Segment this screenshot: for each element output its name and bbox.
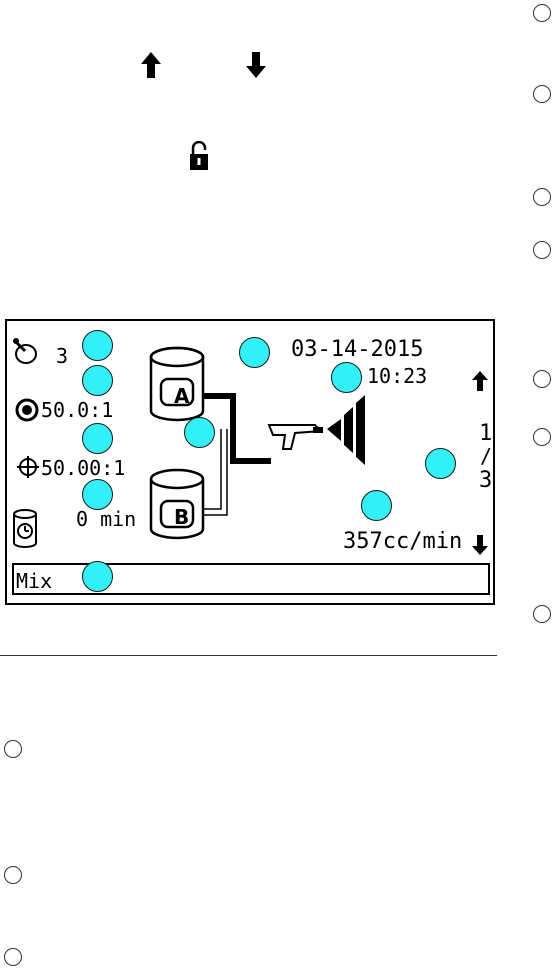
spray-gun-icon	[267, 395, 365, 465]
callout-circle	[533, 85, 551, 103]
callout-marker	[425, 448, 456, 479]
time-display: 10:23	[367, 364, 428, 388]
mode-label: Mix	[16, 569, 53, 593]
recipe-icon	[12, 338, 37, 364]
callout-marker	[331, 362, 362, 393]
tank-b	[149, 468, 205, 540]
crosshair-icon	[17, 456, 39, 478]
callout-circle	[533, 428, 551, 446]
callout-circle	[533, 188, 551, 206]
flow-rate: 357cc/min	[343, 529, 463, 554]
callout-circle	[533, 605, 551, 623]
page-up-icon[interactable]	[472, 371, 488, 391]
callout-circle	[533, 4, 551, 22]
callout-circle	[4, 740, 22, 758]
callout-marker	[239, 337, 270, 368]
pot-life-value: 0 min	[76, 507, 137, 531]
unlock-icon	[190, 141, 208, 170]
up-arrow-icon	[141, 52, 161, 78]
page-current: 1	[479, 421, 493, 446]
pot-life-icon	[13, 509, 37, 548]
callout-marker	[82, 423, 113, 454]
target-icon	[15, 398, 39, 422]
callout-marker	[82, 365, 113, 396]
tank-a-label: A	[174, 384, 190, 408]
down-arrow-icon	[246, 52, 266, 78]
page-total: 3	[479, 468, 493, 493]
callout-circle	[4, 866, 22, 884]
tank-a	[149, 346, 205, 422]
page-separator: /	[480, 444, 493, 468]
display-screen: 3 50.0:1 50.00:1 0 min	[5, 319, 495, 605]
callout-marker	[82, 330, 113, 361]
callout-marker	[82, 561, 113, 592]
callout-circle	[4, 948, 22, 966]
tank-b-label: B	[174, 505, 190, 529]
recipe-number: 3	[56, 344, 69, 368]
ratio-target: 50.0:1	[41, 398, 114, 422]
callout-circle	[533, 241, 551, 259]
callout-marker	[82, 479, 113, 510]
material-flow-diagram	[149, 346, 365, 540]
page-down-icon[interactable]	[472, 535, 488, 555]
mode-bar: Mix	[12, 563, 490, 595]
callout-marker	[361, 490, 392, 521]
callout-marker	[184, 417, 215, 448]
divider	[0, 655, 497, 656]
callout-circle	[533, 370, 551, 388]
ratio-actual: 50.00:1	[41, 456, 126, 480]
date-display: 03-14-2015	[291, 337, 424, 362]
